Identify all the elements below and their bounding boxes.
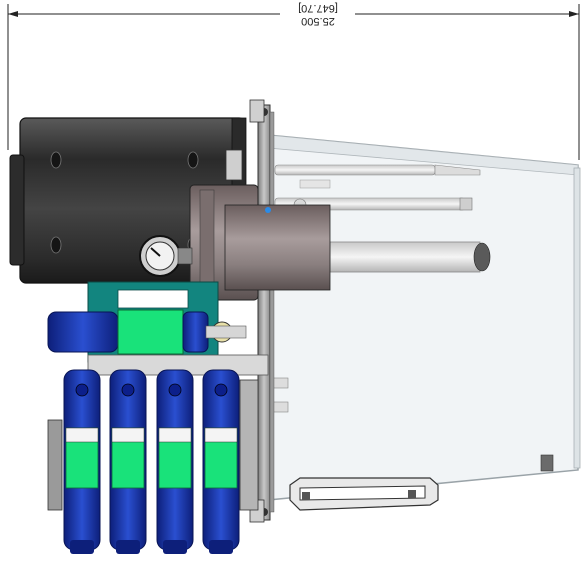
dimension-arrow-left-icon [8,11,18,17]
directional-valve-3 [156,369,194,554]
directional-valve-4 [202,369,240,554]
solenoid-valve-main [47,309,247,355]
dimension-value: 25.500 [301,15,335,27]
overall-dimension: 25.500 [647.70] [7,2,580,160]
motor-screw-icon [187,151,199,169]
tank-latch [540,454,554,472]
reservoir-tank [267,134,581,501]
directional-valve-2 [109,369,147,554]
motor-fitting [225,149,243,181]
pump-housing [189,184,331,301]
pump-indicator-icon [265,207,271,213]
valve-subplate [47,379,259,511]
motor-screw-icon [50,151,62,169]
directional-valve-1 [63,369,101,554]
motor-screw-icon [50,236,62,254]
gauge-needle-icon [150,247,161,257]
dimension-arrow-right-icon [569,11,579,17]
carry-handle[interactable] [289,477,439,511]
pressure-gauge [139,235,193,277]
dimension-metric: [647.70] [298,2,338,14]
suction-strainer [329,241,491,273]
